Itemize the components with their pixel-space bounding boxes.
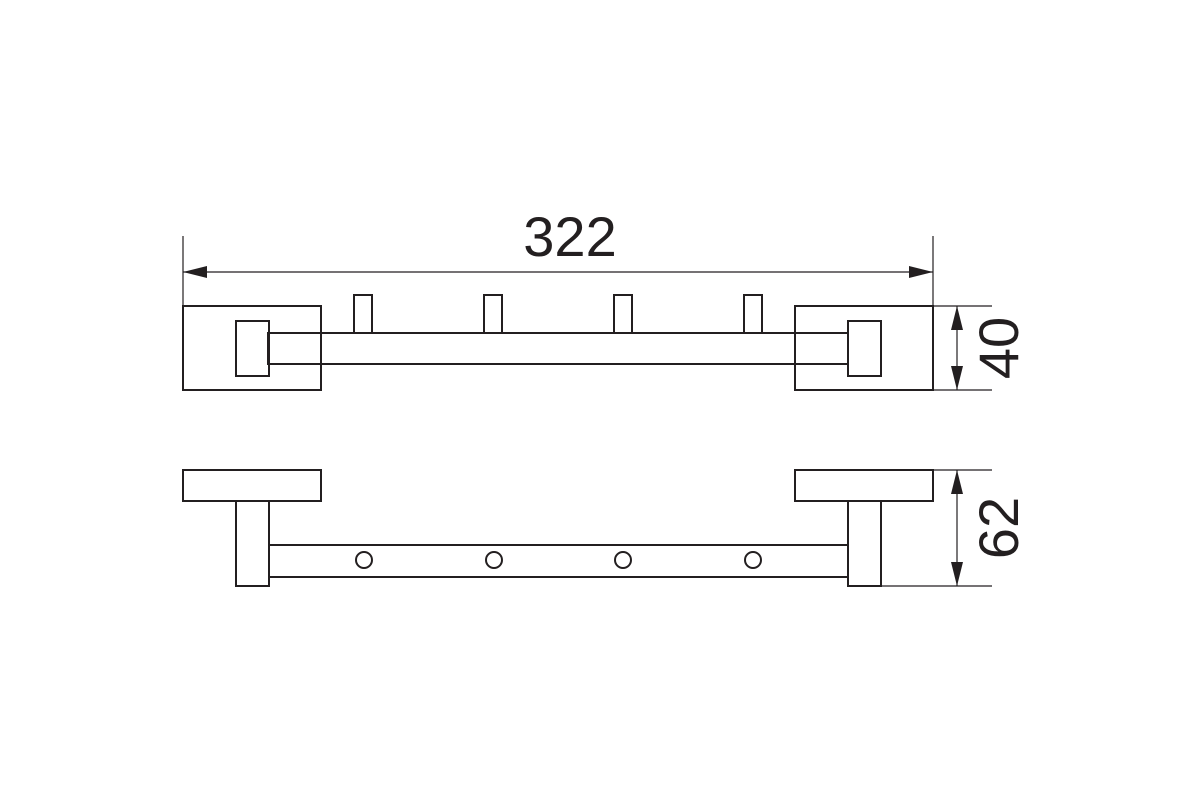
front-right-mounting-plate — [794, 305, 934, 391]
depth-arrow-bottom — [951, 562, 963, 586]
depth-dimension: 62 — [881, 469, 1030, 587]
length-arrow-left — [183, 266, 207, 278]
length-dimension: 322 — [182, 205, 934, 306]
front-left-mounting-plate — [182, 305, 322, 391]
height-arrow-top — [951, 306, 963, 330]
front-bar — [267, 332, 849, 365]
front-hook-4 — [743, 294, 763, 334]
depth-arrow-top — [951, 470, 963, 494]
front-right-post — [847, 320, 882, 377]
top-view — [182, 469, 934, 587]
top-hook-2 — [485, 551, 503, 569]
top-hook-1 — [355, 551, 373, 569]
height-label: 40 — [967, 317, 1030, 379]
top-hook-4 — [744, 551, 762, 569]
top-left-mounting-plate — [182, 469, 322, 502]
length-label: 322 — [523, 205, 616, 268]
front-left-post — [235, 320, 270, 377]
top-bar — [268, 544, 849, 578]
top-left-post — [235, 500, 270, 587]
front-hook-1 — [353, 294, 373, 334]
top-right-post — [847, 500, 882, 587]
length-arrow-right — [909, 266, 933, 278]
top-hook-3 — [614, 551, 632, 569]
depth-label: 62 — [967, 497, 1030, 559]
front-view — [182, 294, 934, 391]
top-right-mounting-plate — [794, 469, 934, 502]
front-hook-2 — [483, 294, 503, 334]
height-arrow-bottom — [951, 366, 963, 390]
height-dimension: 40 — [933, 305, 1030, 391]
front-hook-3 — [613, 294, 633, 334]
